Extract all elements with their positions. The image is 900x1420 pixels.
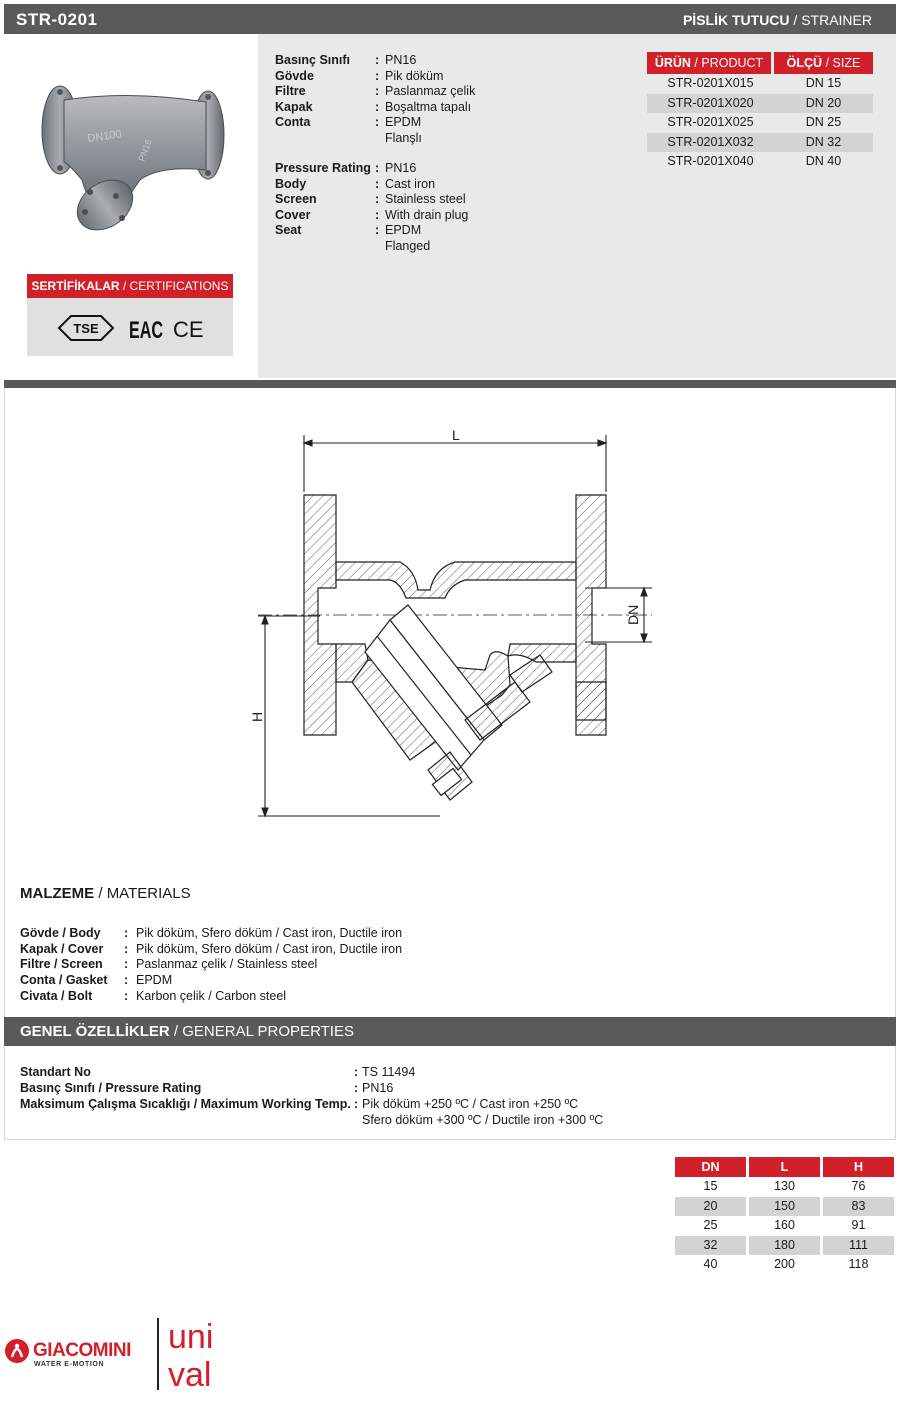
giacomini-mark-icon [5, 1339, 29, 1363]
photo-embossed-text: DN100 [87, 128, 123, 145]
spec-row: Seat:EPDM [275, 223, 422, 237]
svg-text:TSE: TSE [73, 321, 99, 336]
spec-row: Basınç Sınıfı:PN16 [275, 53, 417, 67]
dimension-label-dn: DN [625, 605, 641, 625]
product-code: STR-0201 [16, 10, 98, 29]
spec-list-tr: Basınç Sınıfı:PN16 Gövde:Pik döküm Filtr… [275, 53, 475, 146]
dimension-label-h: H [249, 712, 265, 722]
list-item: Basınç Sınıfı / Pressure Rating:PN16 [20, 1081, 394, 1095]
certifications-box: TSE EAC CE [27, 298, 233, 356]
svg-text:EAC: EAC [129, 317, 163, 344]
ce-icon: CE [173, 317, 204, 342]
section-divider [4, 380, 896, 388]
technical-drawing: L H DN [249, 427, 652, 818]
list-item: Kapak / Cover:Pik döküm, Sfero döküm / C… [20, 941, 403, 956]
materials-list: Gövde / Body:Pik döküm, Sfero döküm / Ca… [20, 926, 402, 1005]
spec-row: Gövde:Pik döküm [275, 68, 444, 83]
spec-row: Pressure Rating:PN16 [275, 161, 417, 175]
certification-marks: TSE EAC CE [57, 315, 204, 344]
general-properties-bar: GENEL ÖZELLİKLER / GENERAL PROPERTIES [4, 1017, 896, 1046]
product-table-header: ÜRÜN / PRODUCT ÖLÇÜ / SIZE [647, 52, 873, 74]
svg-text:CE: CE [173, 317, 204, 342]
list-item: Filtre / Screen:Paslanmaz çelik / Stainl… [20, 957, 318, 972]
content-frame [4, 388, 896, 1140]
size-column-header: ÖLÇÜ / SIZE [774, 52, 873, 74]
spec-row: Conta:EPDM [275, 115, 422, 129]
dimensions-header: DN L H [675, 1157, 894, 1177]
header-bar: STR-0201 PİSLİK TUTUCU / STRAINER [4, 4, 896, 34]
svg-text:val: val [168, 1356, 211, 1394]
product-category: PİSLİK TUTUCU / STRAINER [682, 12, 872, 28]
spec-panel [258, 34, 896, 378]
general-properties-list: Standart No:TS 11494 Basınç Sınıfı / Pre… [20, 1064, 603, 1128]
eac-icon: EAC [129, 317, 163, 344]
spec-row: Cover:With drain plug [275, 207, 469, 222]
list-item: Maksimum Çalışma Sıcaklığı / Maximum Wor… [20, 1097, 579, 1111]
tse-icon: TSE [57, 315, 115, 341]
spec-row: Flanşlı [385, 130, 422, 145]
spec-row: Screen:Stainless steel [275, 192, 466, 206]
list-item: Conta / Gasket:EPDM [20, 973, 173, 988]
materials-title: MALZEME / MATERIALS [20, 885, 191, 902]
list-item: Standart No:TS 11494 [20, 1065, 416, 1079]
logo-divider [157, 1318, 159, 1390]
list-item: Sfero döküm +300 ºC / Ductile iron +300 … [362, 1113, 604, 1127]
giacomini-logo: GIACOMINI WATER E-MOTION [3, 1337, 131, 1370]
spec-row: Kapak:Boşaltma tapalı [275, 99, 472, 114]
spec-row: Body:Cast iron [275, 176, 436, 191]
spec-row: Flanged [385, 238, 431, 253]
list-item: Civata / Bolt:Karbon çelik / Carbon stee… [20, 988, 287, 1003]
svg-text:uni: uni [168, 1318, 213, 1356]
spec-row: Filtre:Paslanmaz çelik [275, 84, 476, 98]
spec-list-en: Pressure Rating:PN16 Body:Cast iron Scre… [275, 161, 468, 254]
list-item: Gövde / Body:Pik döküm, Sfero döküm / Ca… [20, 926, 403, 940]
product-photo: DN100 PN16 [41, 85, 225, 231]
dimension-label-l: L [452, 427, 460, 443]
product-column-header: ÜRÜN / PRODUCT [647, 52, 771, 74]
univa-logo: uni val [168, 1318, 213, 1394]
general-properties-title: GENEL ÖZELLİKLER / GENERAL PROPERTIES [20, 1023, 354, 1040]
certifications-header: SERTİFİKALAR / CERTIFICATIONS [27, 274, 233, 298]
